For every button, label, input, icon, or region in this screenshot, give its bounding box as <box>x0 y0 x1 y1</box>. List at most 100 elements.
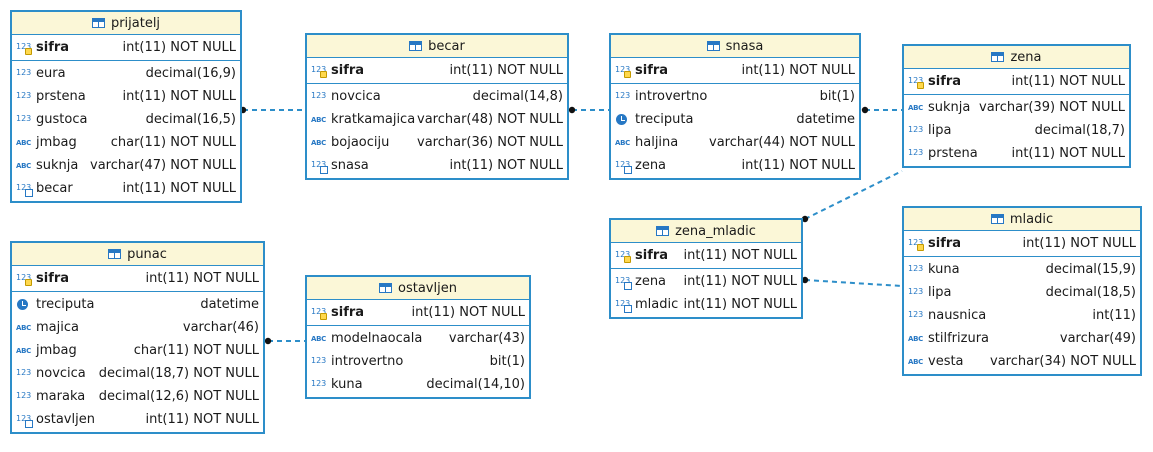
column-type: decimal(16,9) <box>145 66 236 81</box>
relation-zena_mladic-mladic[interactable] <box>804 279 903 287</box>
column-row[interactable]: eura decimal(16,9) <box>12 62 240 85</box>
columns-section: introvertnobit(1)treciputadatetimehaljin… <box>611 84 859 178</box>
text-type-icon <box>16 159 34 173</box>
column-type: int(11) NOT NULL <box>411 305 525 320</box>
text-type-icon <box>16 136 34 150</box>
column-name: sifra <box>635 248 669 263</box>
column-type: int(11) NOT NULL <box>741 63 855 78</box>
table-header[interactable]: snasa <box>611 35 859 58</box>
column-name: sifra <box>331 63 365 78</box>
column-type: int(11) NOT NULL <box>145 271 259 286</box>
column-name: suknja <box>928 100 971 115</box>
column-name: kuna <box>928 262 960 277</box>
table-header[interactable]: ostavljen <box>307 277 529 300</box>
table-header[interactable]: prijatelj <box>12 12 240 35</box>
table-zena_mladic[interactable]: zena_mladicsifraint(11) NOT NULLzenaint(… <box>609 218 803 319</box>
table-header[interactable]: becar <box>307 35 567 58</box>
table-becar[interactable]: becarsifraint(11) NOT NULL novcicadecimal… <box>305 33 569 180</box>
column-type: decimal(18,5) <box>1045 285 1136 300</box>
table-icon <box>409 41 423 51</box>
column-name: gustoca <box>36 112 88 127</box>
table-mladic[interactable]: mladicsifraint(11) NOT NULLkunadecimal(1… <box>902 206 1142 376</box>
column-name: nausnica <box>928 308 987 323</box>
column-type: bit(1) <box>819 89 855 104</box>
column-name: suknja <box>36 158 79 173</box>
column-type: int(11) NOT NULL <box>122 89 236 104</box>
table-header[interactable]: mladic <box>904 208 1140 231</box>
column-type: bit(1) <box>489 354 525 369</box>
column-type: int(11) NOT NULL <box>122 40 236 55</box>
table-icon <box>91 18 105 28</box>
table-header[interactable]: zena_mladic <box>611 220 801 243</box>
columns-section: kunadecimal(15,9)lipadecimal(18,5)nausni… <box>904 257 1140 374</box>
table-prijatelj[interactable]: prijatelj sifra int(11) NOT NULL eura decima… <box>10 10 242 203</box>
column-type: int(11) NOT NULL <box>683 297 797 312</box>
numeric-type-icon <box>908 309 926 323</box>
table-header[interactable]: zena <box>904 46 1129 69</box>
column-name: eura <box>36 66 66 81</box>
column-type: datetime <box>796 112 855 127</box>
columns-section: modelnaocalavarchar(43)introvertnobit(1)… <box>307 326 529 397</box>
column-row[interactable]: sifra int(11) NOT NULL <box>12 36 240 59</box>
table-header[interactable]: punac <box>12 243 263 266</box>
table-ostavljen[interactable]: ostavljensifraint(11) NOT NULLmodelnaoca… <box>305 275 531 399</box>
column-name: jmbag <box>36 135 77 150</box>
table-snasa[interactable]: snasasifraint(11) NOT NULLintrovertnobit… <box>609 33 861 180</box>
column-type: int(11) NOT NULL <box>741 158 855 173</box>
numeric-type-icon <box>311 90 329 104</box>
table-zena[interactable]: zenasifraint(11) NOT NULL suknjavarchar(3… <box>902 44 1131 168</box>
numeric-type-icon <box>615 90 633 104</box>
column-name: zena <box>635 274 667 289</box>
numeric-type-icon <box>16 367 34 381</box>
column-name: sifra <box>36 40 70 55</box>
column-name: snasa <box>331 158 369 173</box>
column-type: varchar(34) NOT NULL <box>990 354 1136 369</box>
column-type: varchar(43) <box>448 331 525 346</box>
datetime-type-icon <box>615 113 633 127</box>
table-name: punac <box>127 246 167 262</box>
table-name: snasa <box>725 38 764 54</box>
